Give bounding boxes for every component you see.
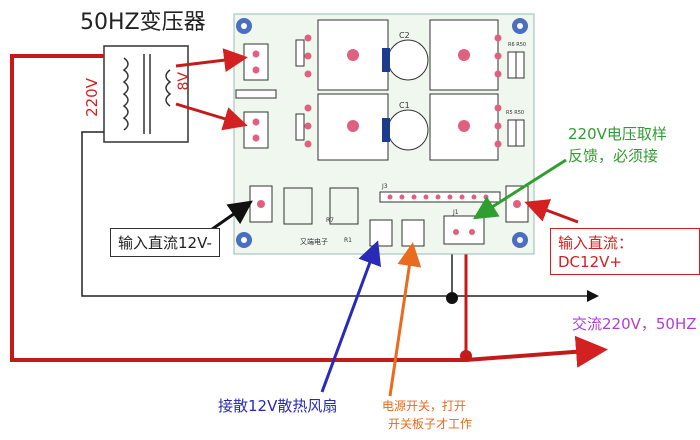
- primary-voltage-label: 220V: [83, 78, 101, 117]
- r7-mark: R7: [326, 217, 334, 224]
- r6-mark: R6 R50: [508, 42, 526, 48]
- secondary-voltage-label: 8V: [176, 72, 192, 91]
- arrow-dc-negative: [207, 200, 253, 234]
- capacitor-c1: [387, 109, 429, 151]
- mount-holes: [236, 18, 528, 248]
- heatsink-1: [283, 187, 313, 225]
- arrow-dc-positive: [524, 199, 579, 224]
- capacitor-c2: [387, 39, 429, 81]
- c2-mark: C2: [399, 31, 410, 40]
- dc-positive-label: 输入直流：DC12V+: [550, 228, 700, 275]
- r1-mark: R1: [344, 237, 352, 244]
- black-junction: [446, 292, 458, 304]
- switch-connector: [401, 219, 425, 247]
- power-switch-label-line1: 电源开关，打开: [382, 399, 467, 413]
- arrow-8v-top: [175, 48, 248, 73]
- arrow-feedback: [472, 158, 567, 220]
- c1-mark: C1: [399, 101, 410, 110]
- ac-red-wire: [10, 54, 608, 368]
- feedback-label-line2: 反馈，必须接: [568, 147, 659, 165]
- ac-output-label: 交流220V，50HZ: [572, 315, 697, 333]
- secondary-coil: [165, 69, 172, 107]
- j1-mark: J1: [452, 209, 459, 216]
- ac-black-wire: [81, 131, 599, 302]
- secondary-terminal-top: [243, 43, 269, 81]
- feedback-connector-j1: [443, 215, 485, 245]
- red-junction: [460, 350, 472, 362]
- transformer: [103, 45, 189, 143]
- inverter-board: C2 C1 J3 J1 R1 又端电子 R6 R50 R5 R50 R7: [233, 13, 535, 255]
- primary-coil: [122, 57, 129, 131]
- secondary-terminal-bottom: [243, 111, 269, 149]
- diagram-title: 50HZ变压器: [80, 10, 206, 35]
- heatsink-2: [329, 187, 359, 225]
- power-switch-label-line2: 开关板子才工作: [388, 417, 473, 431]
- r5-mark: R5 R50: [506, 110, 524, 116]
- arrow-8v-bottom: [175, 102, 248, 131]
- brand-mark: 又端电子: [300, 237, 328, 246]
- feedback-label-line1: 220V电压取样: [568, 125, 667, 143]
- fan-connector: [369, 219, 393, 247]
- arrow-switch: [388, 242, 422, 397]
- fan-label: 接散12V散热风扇: [218, 397, 338, 415]
- dc-negative-label: 输入直流12V-: [110, 228, 220, 257]
- arrow-fan: [320, 240, 382, 393]
- j3-mark: J3: [381, 183, 388, 190]
